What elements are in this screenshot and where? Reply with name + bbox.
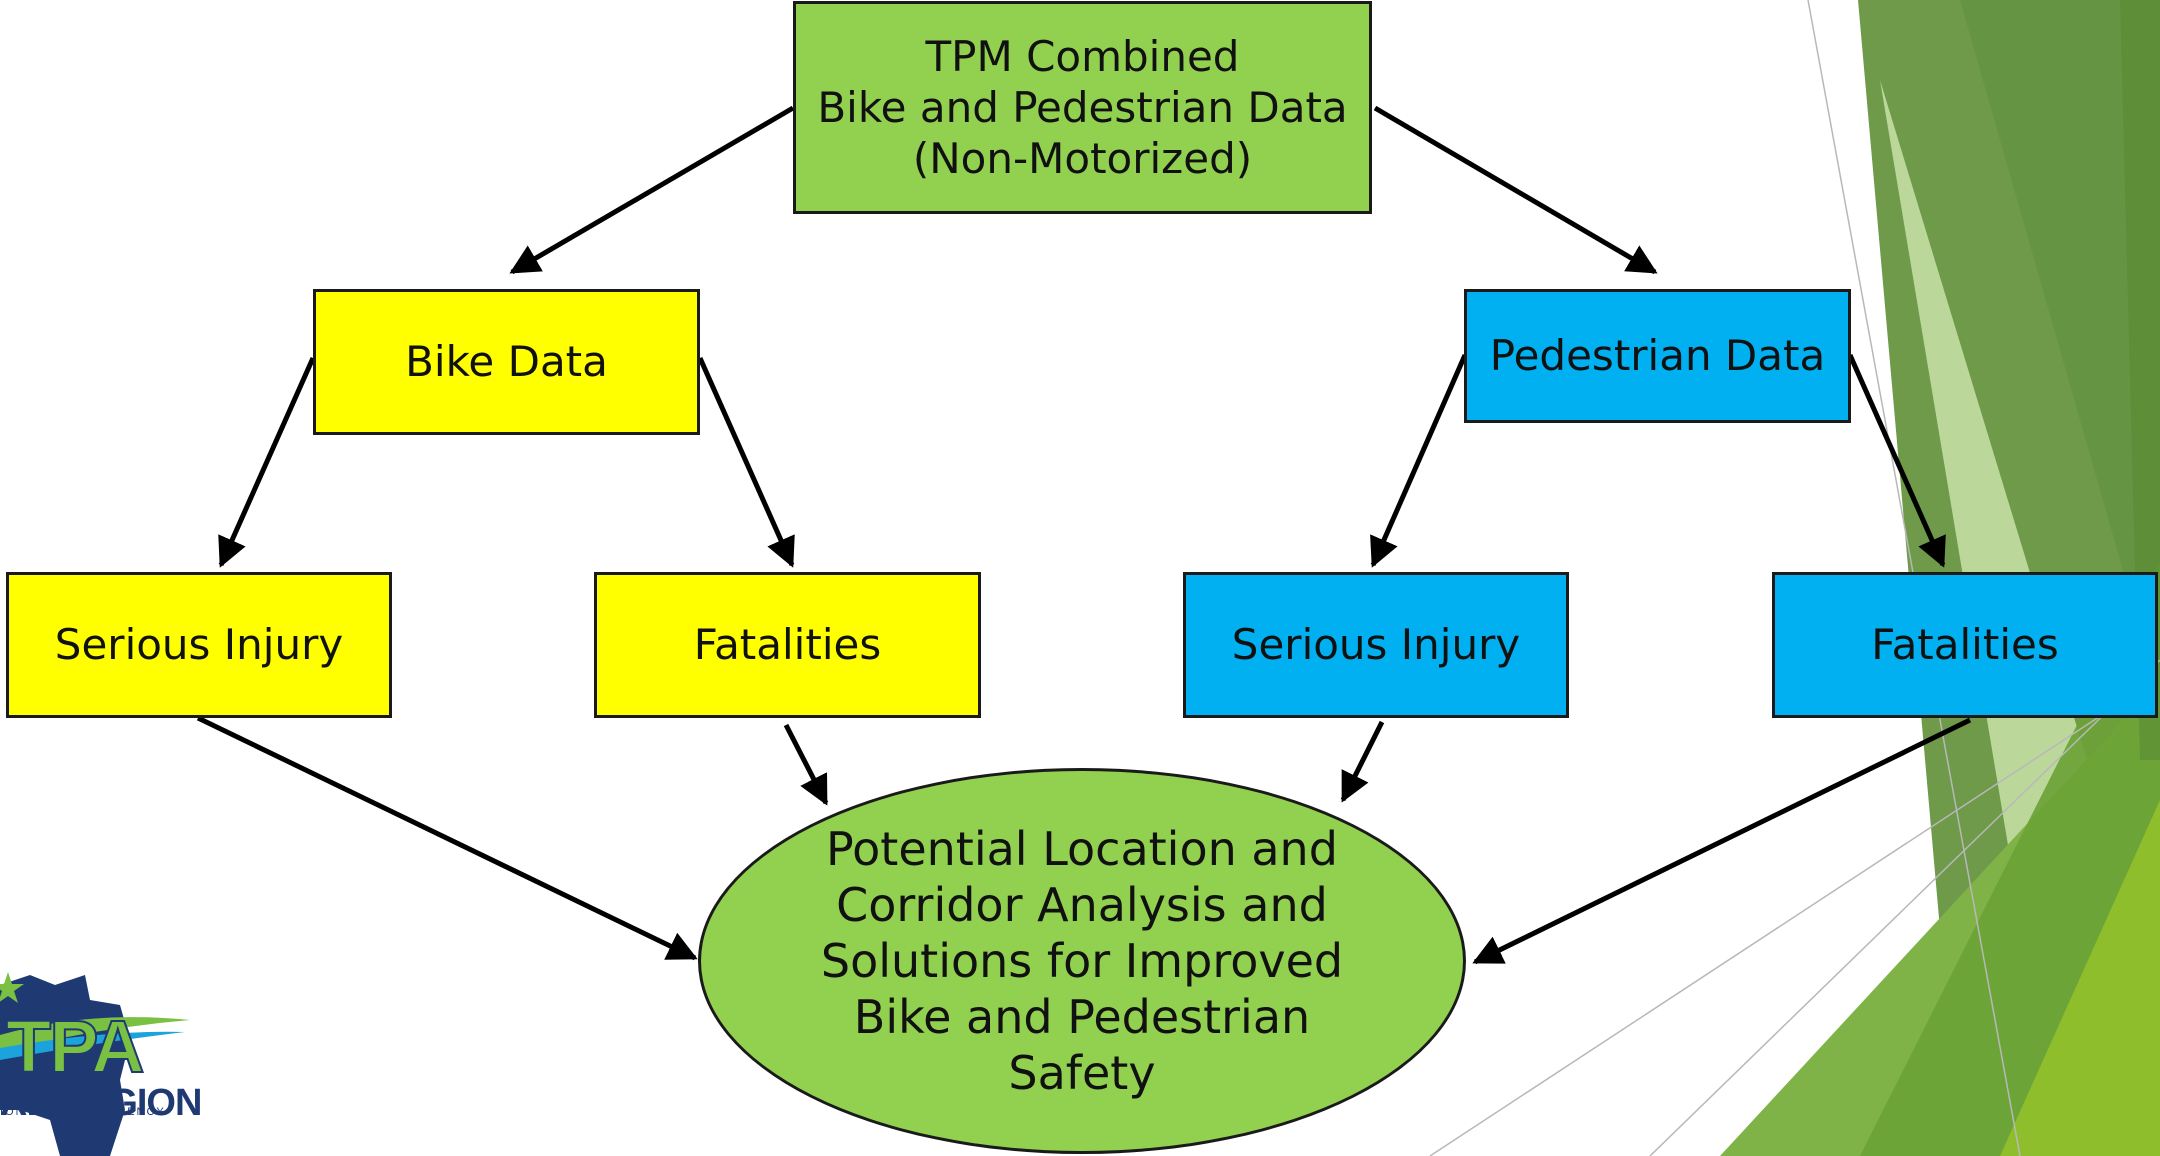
agency-logo bbox=[0, 972, 190, 1156]
node-outcome-analysis: Potential Location and Corridor Analysis… bbox=[698, 768, 1466, 1154]
node-bike-data-label: Bike Data bbox=[405, 337, 608, 387]
node-bike-serious-injury-label: Serious Injury bbox=[54, 620, 344, 670]
node-tpm-combined-line-3: (Non-Motorized) bbox=[912, 134, 1253, 184]
node-outcome-line-5: Safety bbox=[1008, 1046, 1156, 1101]
node-ped-serious-injury-label: Serious Injury bbox=[1231, 620, 1521, 670]
node-ped-fatalities: Fatalities bbox=[1772, 572, 2158, 718]
node-bike-serious-injury: Serious Injury bbox=[6, 572, 392, 718]
node-bike-data: Bike Data bbox=[313, 289, 700, 435]
node-outcome-line-1: Potential Location and bbox=[826, 821, 1338, 876]
node-tpm-combined-line-2: Bike and Pedestrian Data bbox=[817, 82, 1348, 132]
node-ped-fatalities-label: Fatalities bbox=[1871, 620, 2059, 670]
node-ped-serious-injury: Serious Injury bbox=[1183, 572, 1569, 718]
node-pedestrian-data: Pedestrian Data bbox=[1464, 289, 1851, 423]
connector-arrows bbox=[196, 105, 1972, 965]
node-bike-fatalities-label: Fatalities bbox=[693, 620, 882, 670]
node-outcome-line-2: Corridor Analysis and bbox=[836, 877, 1328, 932]
node-bike-fatalities: Fatalities bbox=[594, 572, 981, 718]
logo-region: AL REGION bbox=[0, 1082, 202, 1124]
node-tpm-combined-line-1: TPM Combined bbox=[925, 31, 1240, 81]
node-outcome-line-4: Bike and Pedestrian bbox=[853, 990, 1311, 1045]
node-tpm-combined: TPM Combined Bike and Pedestrian Data (N… bbox=[793, 1, 1372, 214]
logo-tagline: ION PLANNING AGENCY bbox=[0, 1106, 166, 1118]
node-pedestrian-data-label: Pedestrian Data bbox=[1489, 331, 1826, 381]
node-outcome-line-3: Solutions for Improved bbox=[820, 933, 1344, 988]
logo-acronym: TPA bbox=[5, 1004, 146, 1089]
